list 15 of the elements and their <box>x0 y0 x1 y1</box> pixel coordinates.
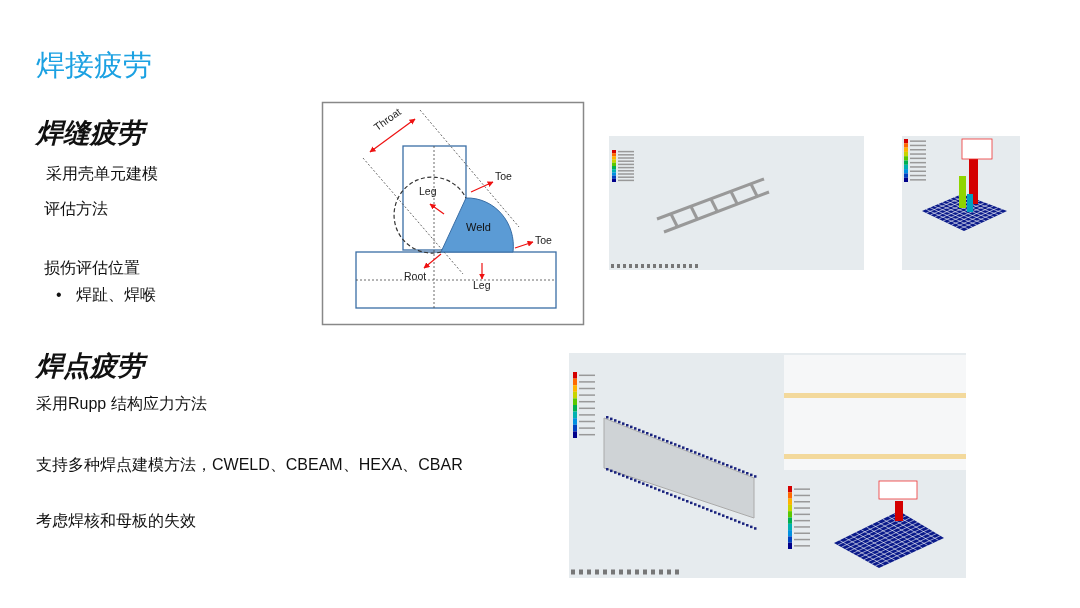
body-text: 采用Rupp 结构应力方法 <box>36 395 207 413</box>
slide-title: 焊接疲劳 <box>36 50 152 82</box>
weld-label: Weld <box>466 221 491 233</box>
body-text: 考虑焊核和母板的失效 <box>36 512 196 530</box>
callout-label: Leg <box>473 280 491 292</box>
list-item: 焊趾、焊喉 <box>76 286 156 304</box>
callout-label: Toe <box>535 235 552 247</box>
callout-label: Leg <box>419 186 437 198</box>
callout-label: Toe <box>495 171 512 183</box>
body-text: 评估方法 <box>44 200 108 218</box>
body-text: 损伤评估位置 <box>44 259 140 277</box>
body-text: 支持多种焊点建模方法，CWELD、CBEAM、HEXA、CBAR <box>36 456 463 474</box>
callout-label: Root <box>404 271 427 283</box>
bullet-mark: • <box>56 286 62 304</box>
body-text: 采用壳单元建模 <box>46 165 158 183</box>
